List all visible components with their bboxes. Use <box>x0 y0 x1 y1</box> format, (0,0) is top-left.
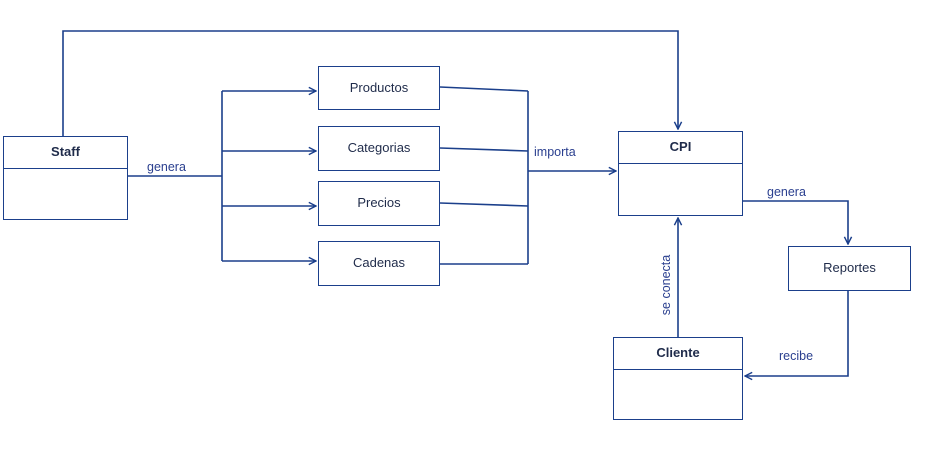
edge-staff-to-cpi <box>62 30 678 137</box>
node-productos[interactable]: Productos <box>318 66 440 110</box>
edge-from-productos <box>439 86 529 92</box>
label-se-conecta: se conecta <box>659 254 673 316</box>
entity-cpi-title: CPI <box>619 132 742 164</box>
edge-recibe <box>745 291 849 376</box>
node-categorias-label: Categorias <box>347 140 411 155</box>
edge-from-categorias <box>439 147 529 152</box>
entity-staff-title: Staff <box>4 137 127 169</box>
label-importa: importa <box>534 145 576 159</box>
label-cpi-genera: genera <box>767 185 806 199</box>
node-cadenas-label: Cadenas <box>352 255 406 270</box>
entity-cliente[interactable]: Cliente <box>613 337 743 420</box>
node-reportes-label: Reportes <box>823 260 876 275</box>
node-precios-label: Precios <box>357 195 401 210</box>
entity-cliente-title: Cliente <box>614 338 742 370</box>
entity-cpi[interactable]: CPI <box>618 131 743 216</box>
label-staff-genera: genera <box>147 160 186 174</box>
edge-cpi-genera <box>743 200 848 244</box>
node-cadenas[interactable]: Cadenas <box>318 241 440 286</box>
node-reportes[interactable]: Reportes <box>788 246 911 291</box>
node-productos-label: Productos <box>349 80 409 95</box>
label-recibe: recibe <box>779 349 814 363</box>
node-categorias[interactable]: Categorias <box>318 126 440 171</box>
node-precios[interactable]: Precios <box>318 181 440 226</box>
edge-from-precios <box>439 202 529 207</box>
entity-staff[interactable]: Staff <box>3 136 128 220</box>
